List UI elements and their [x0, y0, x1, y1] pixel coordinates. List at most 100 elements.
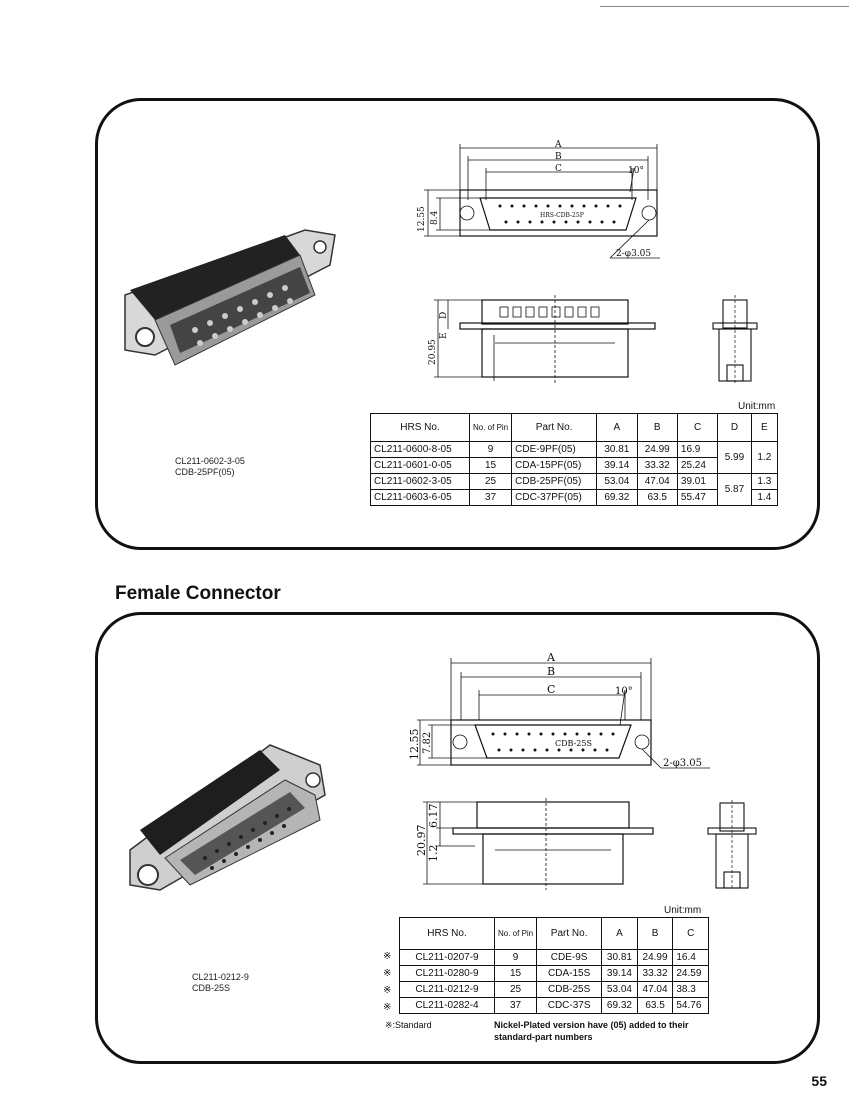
male-dim-b: B [555, 152, 562, 162]
female-col-c: C [672, 917, 709, 950]
c-cell: 54.76 [672, 997, 709, 1014]
male-end-drawing [712, 295, 758, 383]
e-cell-row3: 1.3 [750, 473, 779, 490]
female-unit-label: Unit:mm [664, 905, 702, 916]
table-row: CL211-0212-9 25 CDB-25S 53.04 47.04 38.3 [399, 981, 709, 998]
part-cell: CDC-37S [536, 997, 603, 1014]
standard-mark: ※ [383, 1002, 392, 1013]
standard-mark: ※ [383, 951, 392, 962]
male-unit-label: Unit:mm [738, 401, 776, 412]
part-cell: CDE-9S [536, 949, 603, 966]
pin-cell: 9 [468, 441, 513, 458]
hrs-cell: CL211-0600-8-05 [370, 441, 470, 458]
table-row: CL211-0603-6-05 37 CDC-37PF(05) 69.32 63… [370, 489, 779, 506]
female-dim-c: C [547, 683, 555, 696]
male-col-d: D [717, 413, 752, 442]
male-connector-photo [124, 229, 336, 366]
b-cell: 47.04 [636, 981, 674, 998]
a-cell: 53.04 [601, 981, 638, 998]
b-cell: 33.32 [636, 457, 678, 474]
male-photo-caption: CL211-0602-3-05 CDB-25PF(05) [175, 456, 245, 478]
hrs-cell: CL211-0207-9 [399, 949, 495, 966]
male-connector-label: HRS-CDB-25P [540, 212, 584, 219]
pin-cell: 37 [468, 489, 513, 506]
table-row: CL211-0600-8-05 9 CDE-9PF(05) 30.81 24.9… [370, 441, 779, 474]
male-angle: 10° [628, 166, 644, 176]
female-hole-label: 2-φ3.05 [663, 758, 702, 769]
male-caption-line2: CDB-25PF(05) [175, 467, 235, 477]
nickel-footnote-line2: standard-part numbers [494, 1032, 593, 1042]
female-dim-a: A [546, 651, 556, 664]
female-col-pin: No. of Pin [493, 917, 538, 950]
b-cell: 47.04 [636, 473, 678, 490]
female-col-b: B [636, 917, 674, 950]
hrs-cell: CL211-0280-9 [399, 965, 495, 982]
a-cell: 39.14 [601, 965, 638, 982]
c-cell: 25.24 [676, 457, 719, 474]
male-hole-label: 2-φ3.05 [616, 249, 651, 259]
female-connector-panel [95, 612, 820, 1064]
part-cell: CDA-15PF(05) [511, 457, 598, 474]
nickel-plated-footnote: Nickel-Plated version have (05) added to… [494, 1019, 689, 1043]
part-cell: CDB-25S [536, 981, 603, 998]
table-row: CL211-0602-3-05 25 CDB-25PF(05) 53.04 47… [370, 473, 779, 506]
male-connector-panel [95, 98, 820, 550]
b-cell: 33.32 [636, 965, 674, 982]
part-cell: CDA-15S [536, 965, 603, 982]
male-height-total: 12.55 [417, 206, 427, 232]
a-cell: 53.04 [596, 473, 638, 490]
male-side-e: E [439, 332, 449, 339]
pin-cell: 15 [468, 457, 513, 474]
d-cell-group2: 5.87 [717, 473, 752, 506]
female-height-inner: 7.82 [422, 732, 433, 754]
female-col-hrs: HRS No. [399, 917, 495, 950]
c-cell: 39.01 [676, 473, 719, 490]
a-cell: 30.81 [596, 441, 638, 458]
female-col-part: Part No. [536, 917, 603, 950]
female-connector-label: CDB-25S [555, 739, 592, 748]
female-caption-line1: CL211-0212-9 [192, 972, 249, 982]
female-side-upper: 6.17 [427, 804, 440, 829]
pin-cell: 25 [493, 981, 538, 998]
a-cell: 30.81 [601, 949, 638, 966]
hrs-cell: CL211-0603-6-05 [370, 489, 470, 506]
male-side-drawing: 20.95 E D [428, 295, 656, 383]
standard-footnote: ※:Standard [385, 1020, 432, 1030]
c-cell: 38.3 [672, 981, 709, 998]
table-row: CL211-0207-9 9 CDE-9S 30.81 24.99 16.4 [399, 949, 709, 966]
male-side-total: 20.95 [428, 339, 438, 365]
b-cell: 24.99 [636, 441, 678, 458]
b-cell: 24.99 [636, 949, 674, 966]
d-cell-group1: 5.99 [717, 441, 752, 474]
nickel-footnote-line1: Nickel-Plated version have (05) added to… [494, 1020, 689, 1030]
female-side-lower: 1.2 [427, 845, 440, 863]
pin-cell: 25 [468, 473, 513, 490]
e-cell-row4: 1.4 [750, 489, 779, 506]
hrs-cell: CL211-0282-4 [399, 997, 495, 1014]
male-col-b: B [636, 413, 678, 442]
pin-cell: 15 [493, 965, 538, 982]
male-col-a: A [596, 413, 638, 442]
male-front-drawing: A B C 10° HRS-CDB-25P 2-φ3.05 12.55 8.4 [417, 140, 660, 259]
hrs-cell: CL211-0602-3-05 [370, 473, 470, 490]
female-spec-table: HRS No. No. of Pin Part No. A B C CL211-… [399, 917, 709, 1014]
header-rule [600, 6, 849, 7]
c-cell: 55.47 [676, 489, 719, 506]
table-row: CL211-0601-0-05 15 CDA-15PF(05) 39.14 33… [370, 457, 778, 474]
female-side-drawing: 20.97 6.17 1.2 [415, 798, 654, 890]
female-col-a: A [601, 917, 638, 950]
page-number: 55 [811, 1073, 827, 1089]
pin-cell: 37 [493, 997, 538, 1014]
female-front-drawing: A B C 10° CDB-25S 2-φ3.05 12.55 7.82 [408, 651, 710, 769]
female-connector-photo [129, 744, 326, 891]
male-col-pin: No. of Pin [468, 413, 513, 442]
female-angle: 10° [615, 686, 633, 697]
c-cell: 16.4 [672, 949, 709, 966]
table-row: CL211-0282-4 37 CDC-37S 69.32 63.5 54.76 [399, 997, 709, 1014]
male-dim-a: A [554, 140, 562, 150]
male-spec-table: HRS No. No. of Pin Part No. A B C D E CL… [370, 413, 779, 506]
part-cell: CDC-37PF(05) [511, 489, 598, 506]
female-end-drawing [707, 800, 757, 890]
female-photo-caption: CL211-0212-9 CDB-25S [192, 972, 249, 994]
a-cell: 69.32 [601, 997, 638, 1014]
